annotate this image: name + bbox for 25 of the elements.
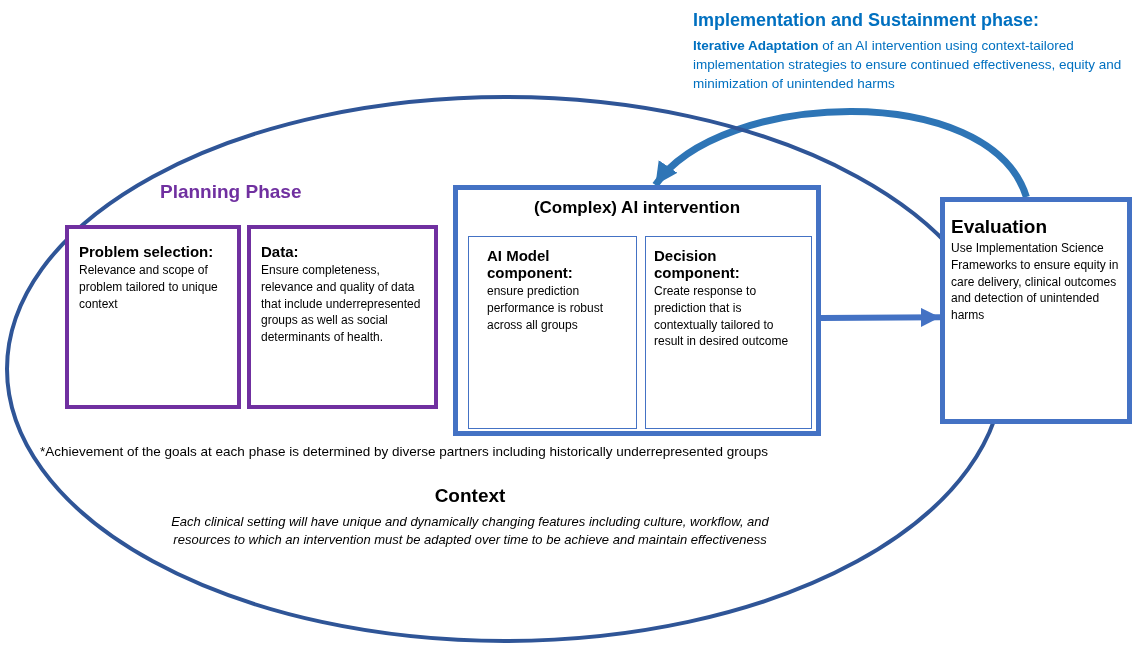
node-description: ensure prediction performance is robust across all groups (487, 283, 605, 334)
node-heading: Decision component: (654, 247, 741, 281)
node-description: Use Implementation Science Frameworks to ensure equity in care delivery, clinical outcomes and detection of unintended harms (951, 240, 1120, 324)
intervention-box (453, 185, 821, 436)
node-description: Relevance and scope of problem tailored to unique context (79, 262, 219, 313)
arrow (652, 108, 1030, 199)
phase-description: Iterative Adaptation of an AI intervention using context-tailored implementation strategies to ensure continued effectiveness, equity and minimization of unintended harms (693, 37, 1123, 93)
node-heading: (Complex) AI intervention (532, 198, 742, 218)
node-heading: Context (433, 485, 507, 507)
node-heading: AI Model component: (487, 247, 574, 281)
arrow (820, 307, 941, 328)
process-box (65, 225, 241, 409)
phase-title: Implementation and Sustainment phase: (693, 10, 1040, 31)
node-description: Each clinical setting will have unique and dynamically changing features including culture, workflow, and resources to which an intervention must be adapted over time to be achieve and maintain effectiveness (170, 513, 770, 550)
node-heading: Problem selection: (79, 243, 215, 260)
node-description: Create response to prediction that is contextually tailored to result in desired outcome (654, 283, 790, 351)
phase-title: Planning Phase (160, 181, 302, 203)
node-description: Ensure completeness, relevance and quality of data that include underrepresented groups as well as social determinants of health. (261, 262, 422, 346)
footnote-text: *Achievement of the goals at each phase is determined by diverse partners including historically underrepresented groups (40, 444, 769, 459)
process-box (645, 236, 812, 429)
node-heading: Data: (261, 243, 300, 260)
node-heading: Evaluation (951, 216, 1049, 238)
process-box (247, 225, 438, 409)
evaluation-box (940, 197, 1132, 424)
process-box (468, 236, 637, 429)
